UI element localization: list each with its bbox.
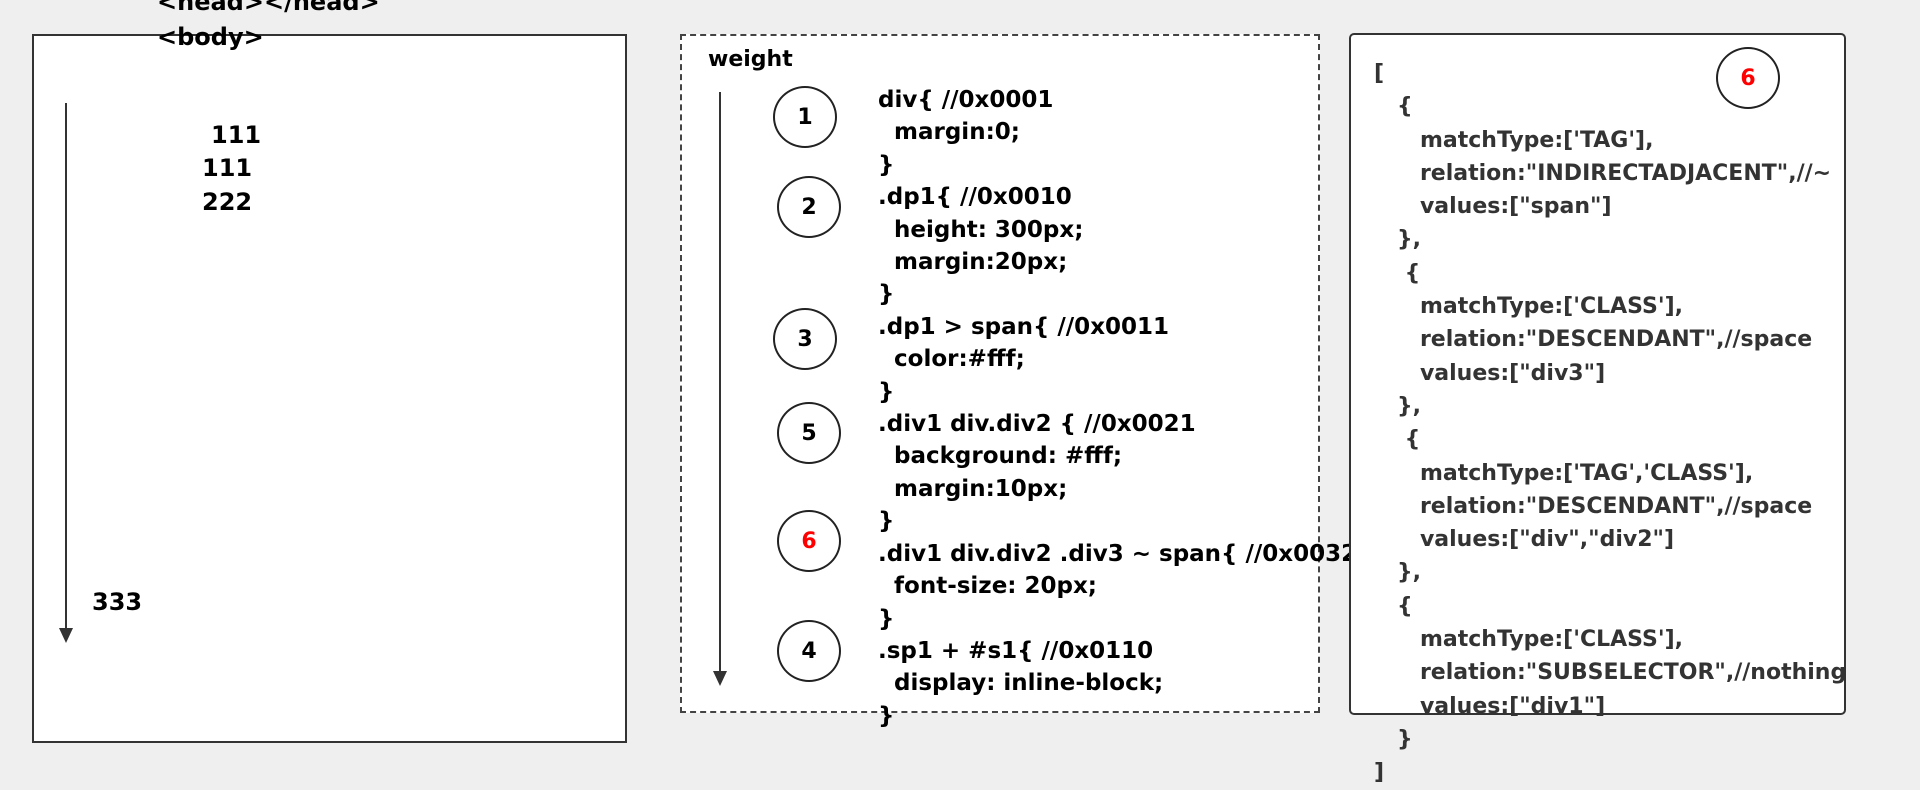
json-line: { <box>1374 427 1421 453</box>
order-circle: 4 <box>777 620 841 682</box>
circle-label: 4 <box>801 638 817 664</box>
body-label: <body> <box>157 23 264 51</box>
text-item: 111 <box>202 154 253 182</box>
code-line: div{ //0x0001 <box>878 87 1054 113</box>
circle-label: 6 <box>801 528 817 554</box>
code-line: color:#fff; <box>878 346 1025 373</box>
code-line: } <box>878 281 895 308</box>
json-line: relation:"SUBSELECTOR",//nothing <box>1374 660 1847 686</box>
code-line: margin:20px; <box>878 249 1068 276</box>
json-line: matchType:['TAG','CLASS'], <box>1374 460 1754 486</box>
text-item: 333 <box>92 588 143 616</box>
code-line: margin:0; <box>878 119 1020 146</box>
json-line: { <box>1374 94 1413 120</box>
json-line: values:["div","div2"] <box>1374 527 1675 553</box>
code-line: font-size: 20px; <box>878 573 1098 600</box>
circle-label: 1 <box>797 104 813 130</box>
code-line: .div1 div.div2 { //0x0021 <box>878 411 1196 438</box>
json-line: [ <box>1374 61 1385 86</box>
weight-arrow <box>713 92 727 686</box>
order-circle: 3 <box>773 308 837 370</box>
order-circle-highlight: 6 <box>1716 47 1780 109</box>
json-line: relation:"DESCENDANT",//space <box>1374 327 1813 353</box>
json-line: relation:"INDIRECTADJACENT",//~ <box>1374 160 1832 186</box>
order-arrow <box>59 103 73 643</box>
code-line: } <box>878 378 895 405</box>
json-line: { <box>1374 260 1421 286</box>
dom-tree-panel <box>32 34 627 743</box>
head-label: <head></head> <box>157 0 380 16</box>
json-line: values:["div3"] <box>1374 360 1606 386</box>
weight-title: weight <box>708 47 793 72</box>
code-line: .div1 div.div2 .div3 ~ span{ //0x0032 <box>878 540 1358 567</box>
json-line: matchType:['CLASS'], <box>1374 294 1683 320</box>
selector-parse-panel <box>1349 33 1846 715</box>
code-line: } <box>878 151 895 178</box>
json-line: relation:"DESCENDANT",//space <box>1374 493 1813 519</box>
json-line: values:["div1"] <box>1374 693 1606 719</box>
selector-weight-panel <box>680 34 1320 713</box>
css-code-block: div{ //0x0001 margin:0;} .dp1{ //0x0010 h… <box>878 84 1357 732</box>
order-circle: 1 <box>773 86 837 148</box>
code-line: display: inline-block; <box>878 670 1164 697</box>
json-line: }, <box>1374 393 1421 419</box>
code-line: } <box>878 508 895 535</box>
circle-label: 6 <box>1740 65 1756 91</box>
json-line: { <box>1374 593 1413 619</box>
code-line: } <box>878 702 895 729</box>
code-line: .sp1 + #s1{ //0x0110 <box>878 637 1154 664</box>
code-line: .dp1{ //0x0010 <box>878 184 1072 211</box>
code-line: } <box>878 605 895 632</box>
parsed-selector-block: [ { matchType:['TAG'], relation:"INDIREC… <box>1374 57 1846 790</box>
json-line: }, <box>1374 227 1421 253</box>
order-circle-highlight: 6 <box>777 510 841 572</box>
code-line: height: 300px; <box>878 216 1084 243</box>
order-circle: 2 <box>777 176 841 238</box>
circle-label: 3 <box>797 326 813 352</box>
text-item: 222 <box>202 188 253 216</box>
order-circle: 5 <box>777 402 841 464</box>
circle-label: 5 <box>801 420 817 446</box>
json-line: values:["span"] <box>1374 194 1612 220</box>
circle-label: 2 <box>801 194 817 220</box>
code-line: background: #fff; <box>878 443 1123 470</box>
json-line: }, <box>1374 560 1421 586</box>
code-line: .dp1 > span{ //0x0011 <box>878 313 1170 340</box>
json-line: } <box>1374 726 1413 752</box>
json-line: matchType:['CLASS'], <box>1374 627 1683 653</box>
json-line: matchType:['TAG'], <box>1374 127 1654 153</box>
text-item: 111 <box>211 121 262 149</box>
code-line: margin:10px; <box>878 475 1068 502</box>
